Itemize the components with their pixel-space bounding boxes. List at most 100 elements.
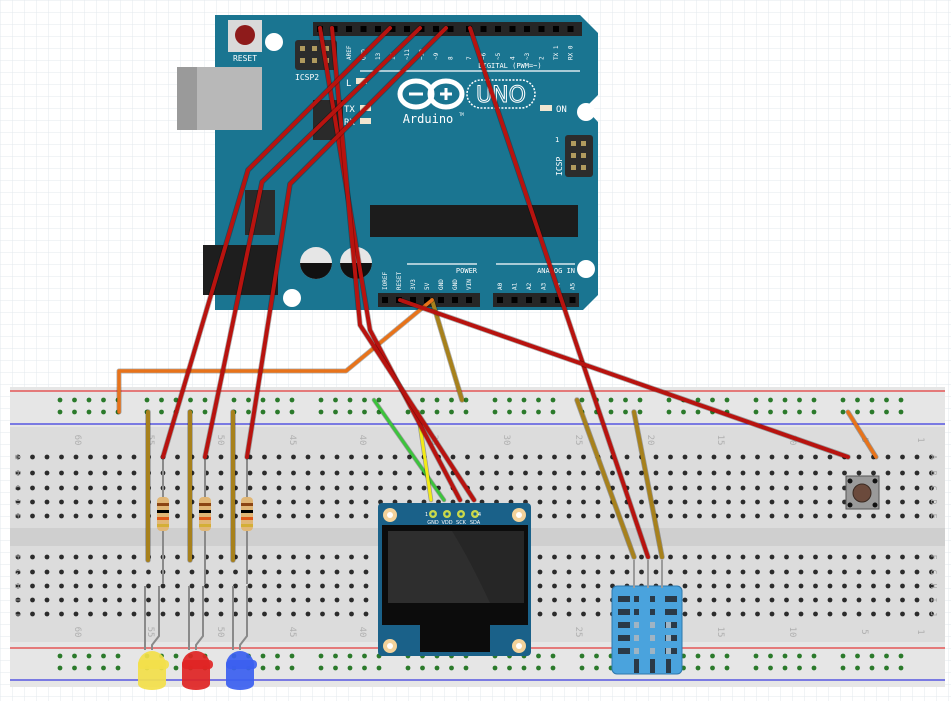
- breadboard-hole[interactable]: [175, 554, 180, 560]
- breadboard-hole[interactable]: [537, 499, 543, 505]
- breadboard-hole[interactable]: [929, 554, 934, 560]
- rail-hole[interactable]: [695, 397, 701, 403]
- breadboard-hole[interactable]: [740, 513, 746, 519]
- rail-hole[interactable]: [884, 397, 889, 403]
- rail-hole[interactable]: [101, 409, 106, 415]
- breadboard-hole[interactable]: [276, 499, 282, 505]
- breadboard-hole[interactable]: [885, 454, 891, 460]
- breadboard-hole[interactable]: [218, 597, 224, 603]
- breadboard-hole[interactable]: [595, 583, 601, 589]
- power-pin[interactable]: [438, 297, 444, 303]
- power-5v-wire[interactable]: [117, 298, 434, 414]
- rail-hole[interactable]: [420, 397, 425, 403]
- breadboard-hole[interactable]: [276, 583, 282, 589]
- breadboard-hole[interactable]: [552, 499, 557, 505]
- breadboard-hole[interactable]: [740, 554, 746, 560]
- breadboard-hole[interactable]: [755, 513, 760, 519]
- breadboard-hole[interactable]: [552, 611, 557, 617]
- breadboard-hole[interactable]: [59, 470, 64, 476]
- breadboard-hole[interactable]: [537, 485, 543, 491]
- breadboard-hole[interactable]: [117, 583, 122, 589]
- rail-hole[interactable]: [811, 653, 817, 659]
- breadboard-hole[interactable]: [320, 454, 325, 460]
- rail-hole[interactable]: [855, 653, 860, 659]
- breadboard-hole[interactable]: [726, 499, 731, 505]
- breadboard-hole[interactable]: [363, 470, 369, 476]
- breadboard-hole[interactable]: [102, 583, 108, 589]
- breadboard-hole[interactable]: [682, 583, 688, 589]
- breadboard-hole[interactable]: [407, 454, 412, 460]
- breadboard-hole[interactable]: [900, 597, 905, 603]
- breadboard-hole[interactable]: [291, 611, 296, 617]
- rail-hole[interactable]: [275, 409, 280, 415]
- breadboard-hole[interactable]: [59, 554, 64, 560]
- breadboard-hole[interactable]: [885, 499, 891, 505]
- breadboard-hole[interactable]: [914, 499, 920, 505]
- breadboard-hole[interactable]: [291, 569, 296, 575]
- rail-hole[interactable]: [434, 397, 440, 403]
- breadboard-hole[interactable]: [262, 554, 267, 560]
- breadboard-hole[interactable]: [320, 597, 325, 603]
- rail-hole[interactable]: [550, 665, 556, 671]
- breadboard-hole[interactable]: [813, 470, 818, 476]
- rail-hole[interactable]: [115, 665, 121, 671]
- breadboard-hole[interactable]: [30, 513, 35, 519]
- breadboard-hole[interactable]: [15, 470, 21, 476]
- rail-hole[interactable]: [173, 665, 179, 671]
- rail-hole[interactable]: [463, 397, 469, 403]
- breadboard-hole[interactable]: [798, 554, 804, 560]
- rail-hole[interactable]: [260, 653, 266, 659]
- rail-hole[interactable]: [57, 665, 63, 671]
- breadboard-hole[interactable]: [769, 513, 775, 519]
- breadboard-hole[interactable]: [175, 611, 180, 617]
- breadboard-hole[interactable]: [682, 611, 688, 617]
- dht-data-wire[interactable]: [468, 26, 650, 559]
- breadboard-hole[interactable]: [581, 569, 586, 575]
- breadboard-hole[interactable]: [842, 513, 847, 519]
- breadboard-hole[interactable]: [740, 499, 746, 505]
- breadboard-hole[interactable]: [900, 569, 905, 575]
- breadboard-hole[interactable]: [668, 485, 673, 491]
- breadboard-hole[interactable]: [44, 597, 50, 603]
- breadboard-hole[interactable]: [233, 611, 238, 617]
- breadboard-hole[interactable]: [595, 569, 601, 575]
- breadboard-hole[interactable]: [798, 454, 804, 460]
- breadboard-hole[interactable]: [291, 513, 296, 519]
- rail-hole[interactable]: [492, 397, 498, 403]
- breadboard-hole[interactable]: [102, 611, 108, 617]
- rail-hole[interactable]: [231, 397, 237, 403]
- breadboard-hole[interactable]: [726, 485, 731, 491]
- breadboard-hole[interactable]: [581, 470, 586, 476]
- breadboard-hole[interactable]: [827, 513, 833, 519]
- breadboard-hole[interactable]: [102, 597, 108, 603]
- rail-hole[interactable]: [898, 397, 904, 403]
- rail-hole[interactable]: [405, 665, 411, 671]
- digital-pin[interactable]: [495, 26, 501, 32]
- rail-hole[interactable]: [840, 397, 846, 403]
- rail-hole[interactable]: [57, 409, 63, 415]
- breadboard-hole[interactable]: [929, 485, 934, 491]
- breadboard-hole[interactable]: [639, 485, 644, 491]
- rail-hole[interactable]: [260, 409, 266, 415]
- breadboard-hole[interactable]: [668, 454, 673, 460]
- breadboard-hole[interactable]: [88, 554, 93, 560]
- breadboard-hole[interactable]: [885, 485, 891, 491]
- breadboard-hole[interactable]: [218, 499, 224, 505]
- rail-hole[interactable]: [811, 665, 817, 671]
- breadboard-hole[interactable]: [871, 597, 876, 603]
- breadboard-hole[interactable]: [334, 569, 340, 575]
- rail-hole[interactable]: [869, 397, 875, 403]
- breadboard-hole[interactable]: [44, 583, 50, 589]
- breadboard-hole[interactable]: [146, 583, 151, 589]
- rail-hole[interactable]: [536, 397, 541, 403]
- breadboard-hole[interactable]: [929, 611, 934, 617]
- breadboard-hole[interactable]: [305, 611, 311, 617]
- breadboard-hole[interactable]: [305, 554, 311, 560]
- rail-hole[interactable]: [855, 409, 860, 415]
- breadboard-hole[interactable]: [494, 485, 499, 491]
- breadboard-hole[interactable]: [798, 470, 804, 476]
- breadboard-hole[interactable]: [856, 583, 862, 589]
- breadboard-hole[interactable]: [711, 597, 717, 603]
- breadboard-hole[interactable]: [697, 513, 702, 519]
- rail-hole[interactable]: [594, 665, 599, 671]
